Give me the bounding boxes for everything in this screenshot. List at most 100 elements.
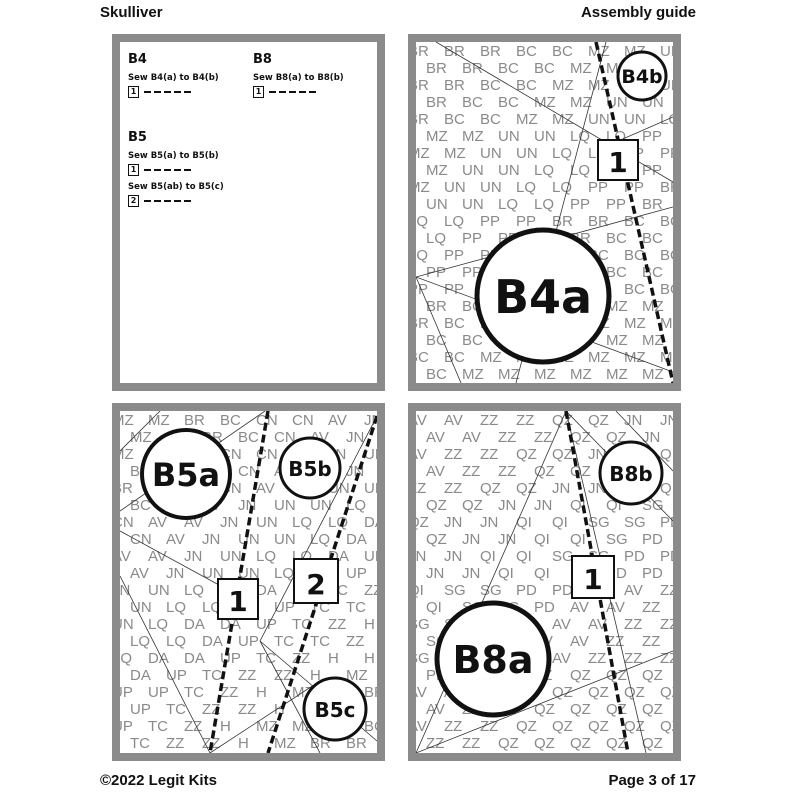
- svg-text:AV: AV: [166, 531, 185, 548]
- svg-text:H: H: [310, 667, 321, 684]
- svg-text:PD: PD: [534, 599, 555, 616]
- svg-text:SG: SG: [552, 548, 574, 565]
- svg-text:BR: BR: [462, 60, 483, 77]
- svg-text:AV: AV: [588, 616, 607, 633]
- svg-text:ZZ: ZZ: [516, 412, 534, 429]
- svg-text:DA: DA: [148, 650, 169, 667]
- svg-text:MZ: MZ: [462, 128, 484, 145]
- group-title: B4: [128, 52, 147, 67]
- svg-text:BC: BC: [624, 213, 645, 230]
- svg-text:LQ: LQ: [534, 196, 554, 213]
- svg-text:QZ: QZ: [588, 718, 609, 735]
- svg-text:LQ: LQ: [184, 582, 204, 599]
- svg-text:LQ: LQ: [130, 633, 150, 650]
- svg-text:BC: BC: [516, 43, 537, 60]
- svg-text:JN: JN: [480, 514, 498, 531]
- svg-text:MZ: MZ: [570, 366, 592, 383]
- svg-text:LQ: LQ: [552, 145, 572, 162]
- svg-text:JN: JN: [166, 565, 184, 582]
- svg-text:AV: AV: [570, 599, 589, 616]
- svg-text:AV: AV: [148, 514, 167, 531]
- svg-text:CN: CN: [238, 463, 260, 480]
- svg-text:LQ: LQ: [552, 179, 572, 196]
- svg-text:ZZ: ZZ: [642, 633, 660, 650]
- svg-text:BC: BC: [552, 43, 573, 60]
- svg-text:ZZ: ZZ: [624, 650, 642, 667]
- svg-text:ZZ: ZZ: [606, 633, 624, 650]
- svg-text:BC: BC: [480, 77, 501, 94]
- svg-text:H: H: [238, 735, 249, 752]
- svg-text:BR: BR: [642, 196, 663, 213]
- svg-text:MZ: MZ: [570, 94, 592, 111]
- svg-text:QZ: QZ: [416, 514, 429, 531]
- svg-text:UP: UP: [238, 633, 259, 650]
- step-text: Sew B5(a) to B5(b): [128, 151, 219, 161]
- svg-text:JN: JN: [444, 548, 462, 565]
- svg-text:JN: JN: [120, 582, 130, 599]
- svg-text:BC: BC: [130, 497, 151, 514]
- svg-text:BC: BC: [364, 718, 377, 735]
- panel-b8: AVAVZZZZQZQZJNJNQIAVAVZZZZQZQZJNJNQIAVZZ…: [408, 403, 681, 761]
- svg-text:QZ: QZ: [416, 752, 429, 753]
- svg-text:JN: JN: [498, 497, 516, 514]
- svg-text:JN: JN: [660, 752, 673, 753]
- svg-text:LQ: LQ: [416, 247, 428, 264]
- svg-text:JN: JN: [624, 752, 642, 753]
- svg-text:UN: UN: [462, 196, 484, 213]
- svg-text:QZ: QZ: [642, 667, 663, 684]
- group-b5: B5 Sew B5(a) to B5(b) 1 Sew B5(ab) to B5…: [128, 130, 224, 207]
- svg-text:UN: UN: [480, 145, 502, 162]
- svg-text:AV: AV: [416, 684, 427, 701]
- svg-text:AV: AV: [148, 548, 167, 565]
- instructions-panel: B4 Sew B4(a) to B4(b) 1 B8 Sew B8(a) to …: [112, 34, 385, 391]
- svg-text:H: H: [274, 701, 285, 718]
- piece-b4a-label: B4a: [474, 227, 612, 365]
- svg-text:MZ: MZ: [184, 752, 206, 753]
- svg-text:AV: AV: [462, 429, 481, 446]
- svg-text:LQ: LQ: [120, 650, 132, 667]
- svg-text:SG: SG: [416, 616, 430, 633]
- svg-text:JN: JN: [184, 548, 202, 565]
- svg-text:QZ: QZ: [606, 701, 627, 718]
- svg-text:MZ: MZ: [462, 366, 484, 383]
- svg-text:ZZ: ZZ: [328, 616, 346, 633]
- svg-text:H: H: [220, 718, 231, 735]
- svg-text:UN: UN: [310, 497, 332, 514]
- svg-text:MZ: MZ: [588, 349, 610, 366]
- svg-text:BR: BR: [480, 43, 501, 60]
- svg-text:ZZ: ZZ: [480, 446, 498, 463]
- svg-text:LQ: LQ: [416, 213, 428, 230]
- svg-text:ZZ: ZZ: [444, 446, 462, 463]
- svg-text:BR: BR: [426, 94, 447, 111]
- step-text: Sew B8(a) to B8(b): [253, 73, 344, 83]
- svg-text:LQ: LQ: [444, 213, 464, 230]
- svg-text:2: 2: [306, 568, 325, 601]
- svg-text:BC: BC: [462, 332, 483, 349]
- svg-text:H: H: [364, 616, 375, 633]
- step-number: 1: [128, 86, 139, 98]
- svg-text:UN: UN: [130, 599, 152, 616]
- svg-text:UP: UP: [220, 650, 241, 667]
- svg-text:QZ: QZ: [480, 480, 501, 497]
- svg-text:QZ: QZ: [570, 701, 591, 718]
- svg-text:PP: PP: [480, 213, 500, 230]
- panel-b4: BRBRBRBCBCMZMZUNUNBRBRBCBCMZMZUNUNLQBRBR…: [408, 34, 681, 391]
- svg-text:MZ: MZ: [416, 145, 430, 162]
- svg-text:BR: BR: [416, 77, 429, 94]
- svg-text:AV: AV: [552, 650, 571, 667]
- svg-text:ZZ: ZZ: [120, 752, 130, 753]
- svg-text:LQ: LQ: [256, 548, 276, 565]
- svg-text:UN: UN: [238, 531, 260, 548]
- svg-text:UN: UN: [480, 179, 502, 196]
- b8-diagram: AVAVZZZZQZQZJNJNQIAVAVZZZZQZQZJNJNQIAVZZ…: [416, 411, 673, 753]
- svg-text:BR: BR: [426, 298, 447, 315]
- svg-text:DA: DA: [184, 650, 205, 667]
- svg-text:PP: PP: [462, 230, 482, 247]
- svg-text:TC: TC: [346, 599, 366, 616]
- seam-1-marker: 1: [597, 139, 639, 181]
- step-number: 1: [253, 86, 264, 98]
- svg-text:MZ: MZ: [120, 412, 134, 429]
- svg-text:UP: UP: [364, 548, 377, 565]
- svg-text:MZ: MZ: [606, 298, 628, 315]
- svg-text:ZZ: ZZ: [416, 480, 426, 497]
